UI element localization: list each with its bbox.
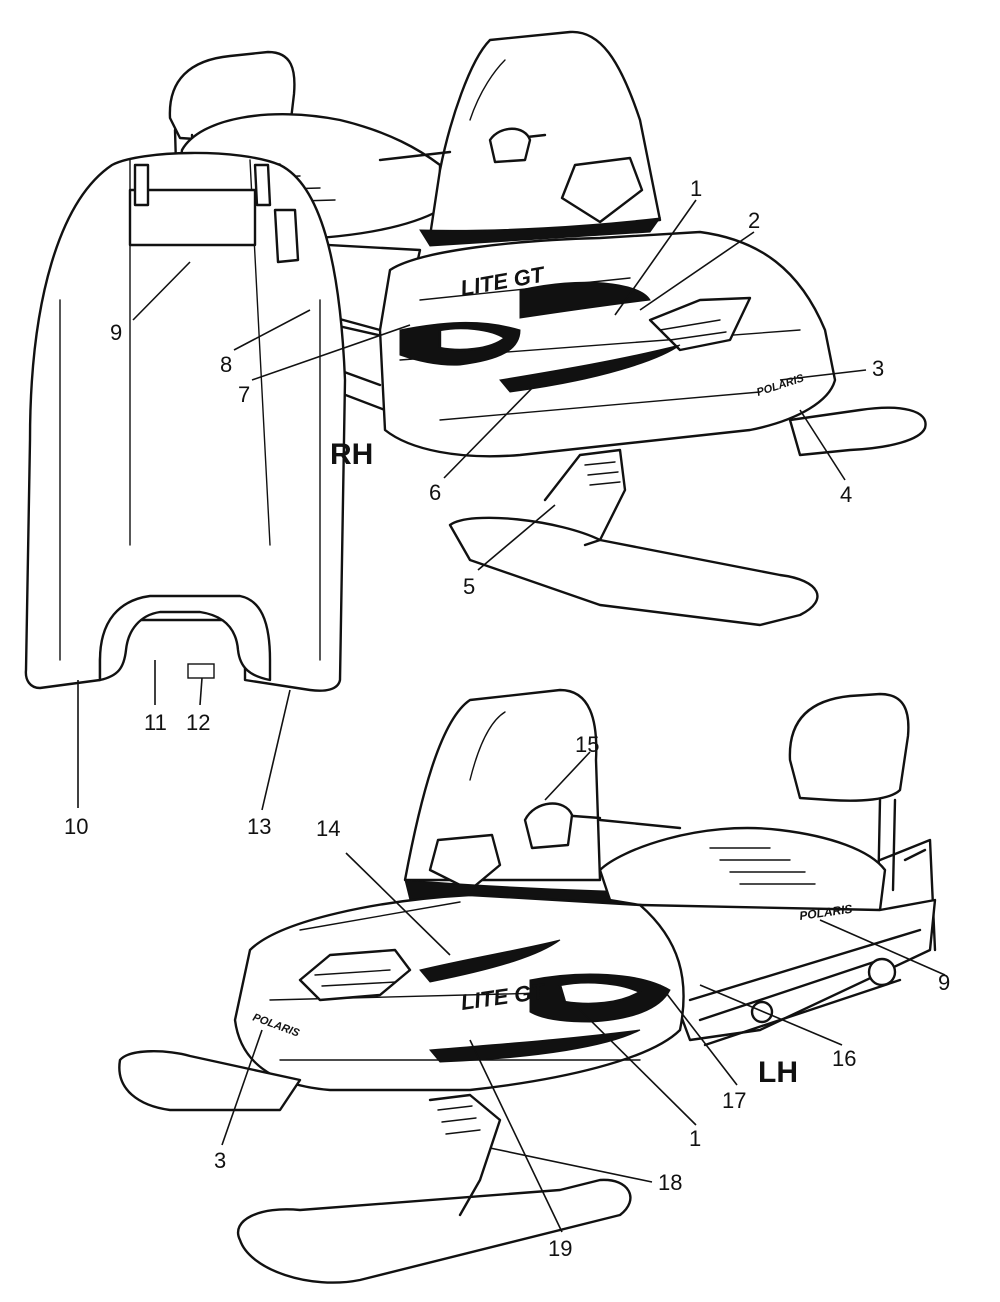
right-ski-rh (788, 406, 927, 457)
snowmobile-lh-view: LITE GT POLARIS POLARIS (118, 688, 937, 1284)
callout-13: 13 (247, 814, 271, 839)
seat-lh (598, 826, 887, 915)
track-lh (698, 958, 902, 1047)
callout-16: 16 (832, 1046, 856, 1071)
callout-18: 18 (658, 1170, 682, 1195)
callout-15: 15 (575, 732, 599, 757)
callout-11: 11 (144, 710, 167, 735)
callout-6: 6 (429, 480, 441, 505)
backrest-lh (788, 692, 910, 802)
callout-9-lh: 9 (938, 970, 950, 995)
callout-8: 8 (220, 352, 232, 377)
rh-view-label: RH (330, 438, 373, 471)
callout-19: 19 (548, 1236, 572, 1261)
callout-9-rh: 9 (110, 320, 122, 345)
callout-12: 12 (186, 710, 210, 735)
lh-view-label: LH (758, 1056, 798, 1089)
callout-4: 4 (840, 482, 852, 507)
hood-inner-opening (98, 594, 272, 682)
callout-7: 7 (238, 382, 250, 407)
left-ski-rh (448, 516, 819, 627)
callout-10: 10 (64, 814, 88, 839)
callout-1-lh: 1 (689, 1126, 701, 1151)
leader-lines (77, 199, 946, 1233)
rear-ski-lh (236, 1178, 632, 1284)
front-ski-lh (118, 1050, 302, 1112)
callout-2: 2 (748, 208, 760, 233)
callout-5: 5 (463, 574, 475, 599)
callout-14: 14 (316, 816, 340, 841)
callout-3-rh: 3 (872, 356, 884, 381)
callout-3-lh: 3 (214, 1148, 226, 1173)
dash-band-rh (419, 217, 662, 247)
callout-17: 17 (722, 1088, 746, 1113)
callout-1-rh: 1 (690, 176, 702, 201)
hood-top-view (24, 151, 347, 692)
callout-numbers: 1 2 3 4 5 6 7 8 9 10 11 12 13 14 15 16 1… (64, 176, 950, 1261)
